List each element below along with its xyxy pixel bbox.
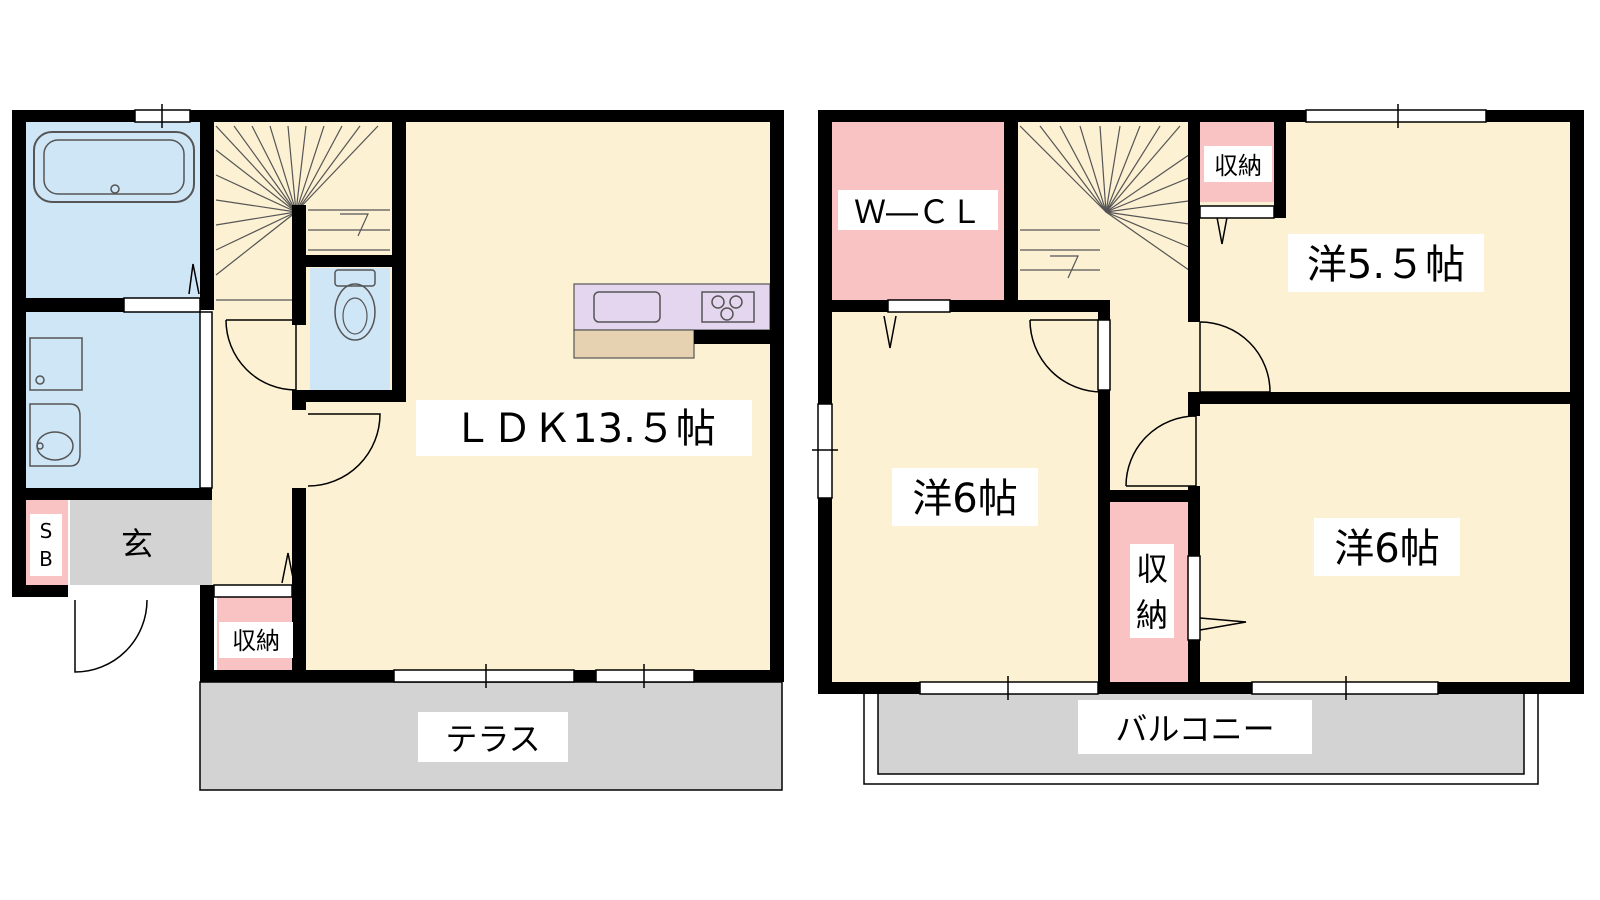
room-c-label: 洋6帖 [1334,526,1439,572]
floor-1: テラス [12,104,784,791]
hall-floor-2 [1110,300,1200,490]
room-c-label-bg [1314,518,1460,576]
ldk-label: ＬＤＫ13.５帖 [452,406,716,452]
shoebox-label-s: S [40,519,53,543]
room-a-label: 洋6帖 [912,476,1017,522]
terrace-label: テラス [445,720,540,758]
stove-icon [701,291,755,323]
entrance-floor [70,500,212,585]
storage-mid-label-1: 収 [1136,550,1168,588]
stairs-icon [215,125,390,301]
shoebox-label-bg [30,514,62,576]
door-swing-icon [74,263,381,673]
storage-top-label-bg [1204,146,1272,182]
ldk-label-bg [416,400,752,456]
window-icon [812,104,1487,700]
room-b-label-bg [1288,234,1484,292]
floor-2: バルコニー [812,104,1584,785]
balcony-label: バルコニー [1115,710,1274,748]
hall-floor [212,310,306,585]
stairs-icon [1019,125,1197,279]
storage-mid-label-bg [1130,544,1174,638]
balcony-label-bg [1078,700,1312,754]
storage-mid-label-2: 納 [1136,596,1168,634]
storage-label-1: 収納 [232,627,280,655]
window-icon [123,104,695,688]
bathtub-icon [33,131,195,203]
washroom-floor [26,312,204,488]
room-b-label: 洋5.５帖 [1307,242,1465,288]
toilet-icon [334,269,376,341]
storage-top-label: 収納 [1214,152,1262,180]
storage-label-bg-1 [219,622,293,658]
sink-icon [593,291,661,323]
terrace-label-bg [418,712,568,762]
wcl-label-bg [838,190,998,230]
room-a-label-bg [892,468,1038,526]
entrance-label: 玄 [121,525,153,563]
kitchen-counter [573,283,771,331]
kitchen-side [573,329,695,359]
wcl-label: Ｗ―ＣＬ [854,193,982,231]
shoebox-label-b: B [39,547,53,571]
washbasin-icon [29,337,83,467]
